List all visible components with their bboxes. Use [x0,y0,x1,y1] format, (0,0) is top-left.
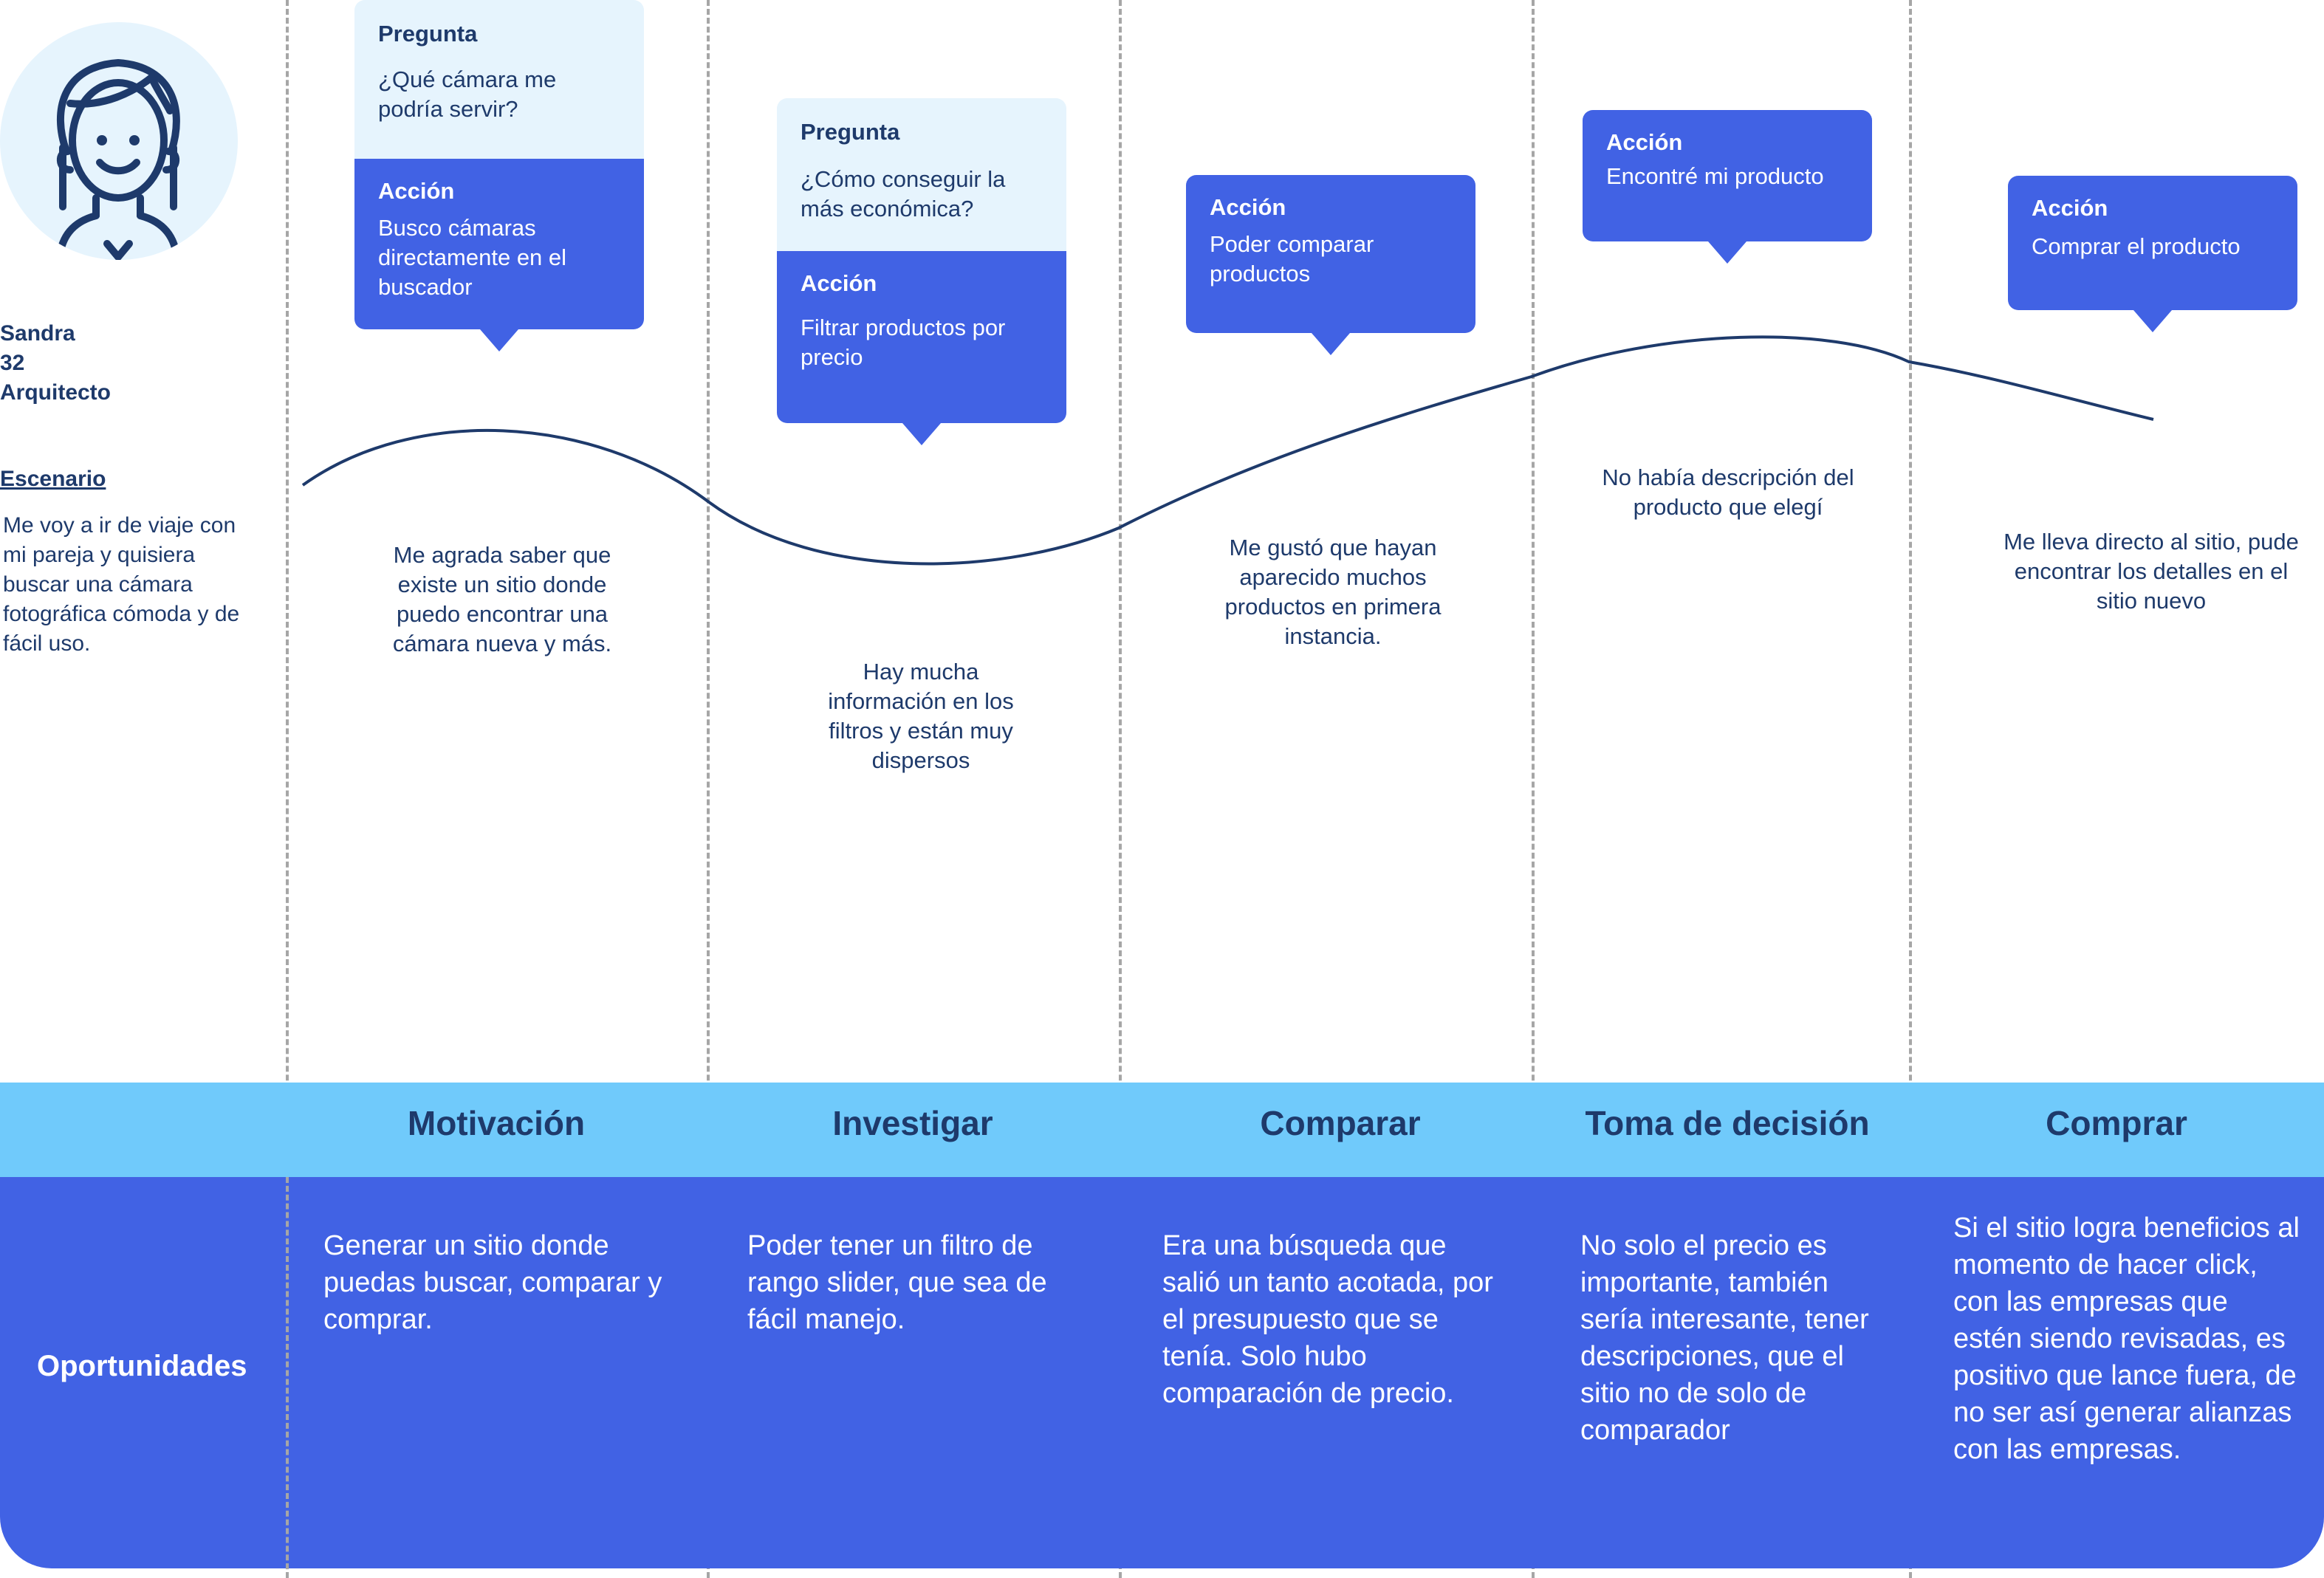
action-section: Acción Poder comparar productos [1186,175,1475,333]
stage-toma-de-decision: Toma de decisión [1585,1104,1870,1142]
stage-divider [1909,0,1912,1578]
opportunity-text: No solo el precio es importante, también… [1580,1230,1869,1446]
action-text: Poder comparar productos [1210,231,1374,287]
action-section: Acción Encontré mi producto [1583,110,1872,241]
card-pointer [902,423,941,445]
journey-card-investigar: Pregunta ¿Cómo conseguir la más económic… [777,98,1066,423]
feeling-text: Me gustó que hayan aparecido muchos prod… [1224,535,1442,649]
action-title: Acción [378,178,455,204]
card-pointer [480,329,518,351]
opportunity-text: Generar un sitio donde puedas buscar, co… [323,1230,662,1335]
action-section: Acción Filtrar productos por precio [777,251,1066,423]
stage-divider [707,0,710,1578]
stage-divider [286,0,289,1578]
emotion-curve [301,335,2154,566]
card-pointer [1708,241,1747,264]
action-text: Encontré mi producto [1606,163,1824,189]
persona-occupation: Arquitecto [0,380,111,405]
stage-comprar: Comprar [2046,1104,2187,1142]
journey-card-motivacion: Pregunta ¿Qué cámara me podría servir? A… [354,0,644,329]
persona-name: Sandra [0,321,75,346]
question-section: Pregunta ¿Cómo conseguir la más económic… [777,98,1066,251]
journey-card-toma-de-decision: Acción Encontré mi producto [1583,110,1872,241]
question-title: Pregunta [801,119,900,145]
feeling-text: Me lleva directo al sitio, pude encontra… [2003,529,2299,614]
opportunities-panel [0,1177,2324,1568]
opportunity-text: Si el sitio logra beneficios al momento … [1953,1212,2300,1465]
stage-divider [1119,0,1122,1578]
action-text: Comprar el producto [2032,233,2241,259]
action-title: Acción [2032,195,2108,221]
action-text: Filtrar productos por precio [801,315,1006,370]
opportunity-text: Poder tener un filtro de rango slider, q… [747,1230,1047,1335]
stage-divider [1532,0,1535,1578]
stage-divider [286,1177,289,1578]
opportunities-label: Oportunidades [37,1350,247,1382]
question-section: Pregunta ¿Qué cámara me podría servir? [354,0,644,159]
opportunity-text: Era una búsqueda que salió un tanto acot… [1162,1230,1493,1409]
scenario-text: Me voy a ir de viaje con mi pareja y qui… [3,513,240,656]
action-section: Acción Busco cámaras directamente en el … [354,159,644,329]
feeling-text: Hay mucha información en los filtros y e… [828,659,1014,773]
journey-card-comprar: Acción Comprar el producto [2008,176,2297,310]
feeling-text: Me agrada saber que existe un sitio dond… [392,542,612,656]
persona-avatar [0,22,238,260]
woman-avatar-icon [55,59,181,260]
persona-info: Sandra 32 Arquitecto [0,319,111,408]
action-title: Acción [1210,194,1286,220]
question-title: Pregunta [378,21,478,47]
stage-comparar: Comparar [1260,1104,1421,1142]
question-text: ¿Qué cámara me podría servir? [378,66,557,122]
journey-card-comparar: Acción Poder comparar productos [1186,175,1475,333]
stage-motivacion: Motivación [407,1104,586,1142]
action-text: Busco cámaras directamente en el buscado… [378,215,567,300]
scenario-title: Escenario [0,467,106,491]
action-title: Acción [1606,129,1683,155]
action-section: Acción Comprar el producto [2008,176,2297,310]
stage-investigar: Investigar [832,1104,993,1142]
card-pointer [1312,333,1350,355]
feeling-text: No había descripción del producto que el… [1602,464,1854,520]
action-title: Acción [801,270,877,296]
card-pointer [2133,310,2172,332]
question-text: ¿Cómo conseguir la más económica? [801,166,1006,222]
persona-age: 32 [0,351,25,375]
stages-band [0,1083,2324,1177]
